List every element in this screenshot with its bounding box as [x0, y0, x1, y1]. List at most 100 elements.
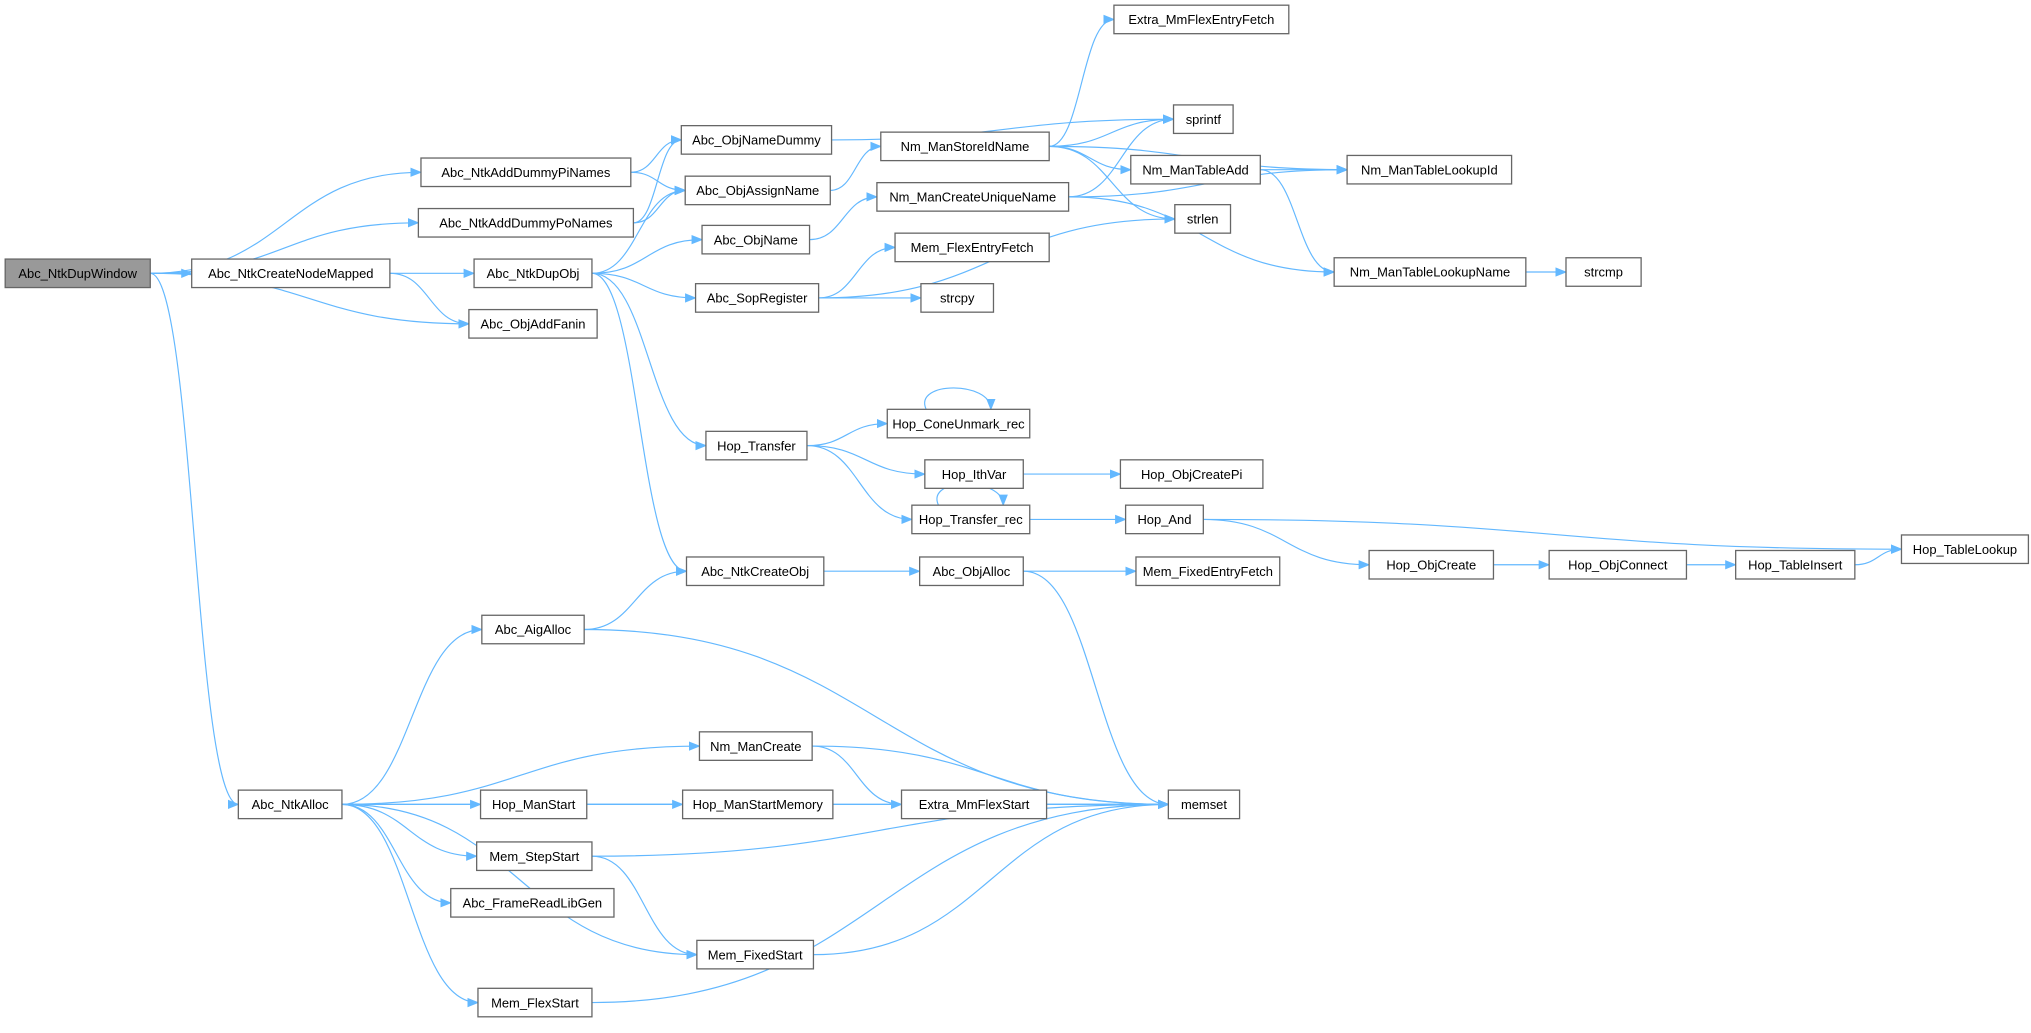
edges-layer [150, 14, 1903, 1008]
node-label: Hop_IthVar [942, 467, 1007, 482]
node-abc-aigalloc[interactable]: Abc_AigAlloc [481, 614, 585, 645]
node-extra-mmflexstart[interactable]: Extra_MmFlexStart [900, 789, 1048, 820]
node-abc-ntkadddummyponames[interactable]: Abc_NtkAddDummyPoNames [417, 207, 635, 238]
edge-abc-aigalloc-to-abc-ntkcreateobj [584, 566, 688, 631]
node-box [900, 789, 1048, 820]
edge-nm-mancreateuniquename-to-nm-mantablelookupname [1068, 196, 1336, 277]
node-box [477, 987, 593, 1018]
node-strcpy[interactable]: strcpy [920, 283, 995, 313]
node-box [479, 789, 588, 820]
node-box [698, 731, 813, 761]
node-hop-transfer-rec[interactable]: Hop_Transfer_rec [911, 504, 1031, 535]
node-box [685, 556, 825, 587]
node-label: sprintf [1186, 112, 1222, 127]
node-strcmp[interactable]: strcmp [1565, 257, 1642, 287]
edge-nm-manstoreidname-to-nm-mantableadd [1049, 145, 1132, 175]
node-hop-manstart[interactable]: Hop_ManStart [479, 789, 588, 820]
node-extra-mmflexentryfetch[interactable]: Extra_MmFlexEntryFetch [1113, 4, 1290, 35]
node-box [1135, 556, 1281, 587]
node-label: Abc_ObjName [714, 232, 798, 247]
node-box [476, 841, 593, 872]
node-box [924, 459, 1024, 489]
node-mem-flexentryfetch[interactable]: Mem_FlexEntryFetch [894, 232, 1050, 263]
node-box [696, 939, 815, 970]
node-box [4, 258, 151, 289]
edge-nm-mancreate-to-memset [812, 745, 1170, 810]
edge-hop-and-to-hop-objcreate [1203, 518, 1371, 570]
node-nm-mantablelookupname[interactable]: Nm_ManTableLookupName [1333, 257, 1527, 287]
node-box [919, 556, 1024, 587]
node-mem-flexstart[interactable]: Mem_FlexStart [477, 987, 593, 1018]
node-hop-ithvar[interactable]: Hop_IthVar [924, 459, 1024, 489]
node-nm-mancreate[interactable]: Nm_ManCreate [698, 731, 813, 761]
node-nm-mantablelookupid[interactable]: Nm_ManTableLookupId [1346, 154, 1513, 185]
node-box [481, 614, 585, 645]
node-box [1368, 549, 1495, 580]
node-label: Hop_ObjConnect [1568, 557, 1668, 572]
node-hop-tablelookup[interactable]: Hop_TableLookup [1900, 534, 2030, 565]
edge-mem-stepstart-to-memset [591, 799, 1170, 857]
node-mem-fixedentryfetch[interactable]: Mem_FixedEntryFetch [1135, 556, 1281, 587]
node-hop-transfer[interactable]: Hop_Transfer [705, 430, 808, 461]
edge-abc-ntkdupobj-to-abc-ntkcreateobj [591, 272, 688, 576]
edge-abc-ntkdupobj-to-abc-objassignname [591, 185, 687, 274]
node-label: Hop_ConeUnmark_rec [892, 416, 1025, 431]
node-box [1900, 534, 2030, 565]
node-abc-objassignname[interactable]: Abc_ObjAssignName [684, 175, 831, 206]
edge-abc-ntkalloc-to-abc-framereadlibgen [341, 803, 452, 908]
node-abc-objname[interactable]: Abc_ObjName [701, 224, 811, 255]
node-label: Extra_MmFlexStart [919, 797, 1030, 812]
node-hop-objcreatepi[interactable]: Hop_ObjCreatePi [1119, 459, 1264, 489]
node-label: Nm_ManTableLookupName [1350, 265, 1510, 280]
node-memset[interactable]: memset [1167, 789, 1241, 820]
edge-abc-ntkdupwindow-to-abc-ntkalloc [150, 272, 240, 809]
edge-nm-manstoreidname-to-extra-mmflexentryfetch [1049, 14, 1116, 147]
edge-hop-transfer-to-hop-ithvar [806, 445, 926, 479]
node-abc-ntkalloc[interactable]: Abc_NtkAlloc [237, 789, 343, 820]
node-label: Abc_ObjAlloc [933, 564, 1011, 579]
edge-abc-ntkalloc-to-mem-flexstart [341, 803, 480, 1008]
node-hop-objconnect[interactable]: Hop_ObjConnect [1548, 549, 1688, 580]
edge-abc-ntkalloc-to-mem-stepstart [341, 803, 478, 861]
node-mem-fixedstart[interactable]: Mem_FixedStart [696, 939, 815, 970]
node-box [1565, 257, 1642, 287]
edge-abc-ntkalloc-to-abc-aigalloc [341, 624, 484, 805]
node-abc-objalloc[interactable]: Abc_ObjAlloc [919, 556, 1024, 587]
node-abc-ntkcreatenodemapped[interactable]: Abc_NtkCreateNodeMapped [191, 258, 391, 289]
node-box [701, 224, 811, 255]
node-strlen[interactable]: strlen [1174, 204, 1232, 234]
node-label: Abc_AigAlloc [495, 622, 572, 637]
node-hop-and[interactable]: Hop_And [1124, 504, 1204, 535]
node-hop-objcreate[interactable]: Hop_ObjCreate [1368, 549, 1495, 580]
node-label: Nm_ManTableAdd [1142, 162, 1248, 177]
node-hop-coneunmark-rec[interactable]: Hop_ConeUnmark_rec [886, 408, 1031, 439]
edge-abc-ntkdupobj-to-abc-objname [591, 234, 704, 274]
node-nm-mantableadd[interactable]: Nm_ManTableAdd [1130, 154, 1261, 185]
node-box [1119, 459, 1264, 489]
edge-abc-ntkadddummyponames-to-abc-objnamedummy [633, 135, 683, 224]
node-mem-stepstart[interactable]: Mem_StepStart [476, 841, 593, 872]
node-nm-mancreateuniquename[interactable]: Nm_ManCreateUniqueName [876, 181, 1070, 212]
node-label: Mem_FlexStart [491, 995, 579, 1010]
node-abc-objnamedummy[interactable]: Abc_ObjNameDummy [680, 125, 833, 155]
node-box [1346, 154, 1513, 185]
node-abc-objaddfanin[interactable]: Abc_ObjAddFanin [468, 308, 598, 339]
node-abc-ntkcreateobj[interactable]: Abc_NtkCreateObj [685, 556, 825, 587]
node-nm-manstoreidname[interactable]: Nm_ManStoreIdName [880, 131, 1050, 162]
node-box [1167, 789, 1241, 820]
node-box [1174, 204, 1232, 234]
node-abc-ntkdupwindow[interactable]: Abc_NtkDupWindow [4, 258, 151, 289]
edge-nm-manstoreidname-to-sprintf [1049, 114, 1175, 147]
node-box [1548, 549, 1688, 580]
node-hop-tableinsert[interactable]: Hop_TableInsert [1735, 549, 1856, 580]
node-box [684, 175, 831, 206]
edge-abc-ntkdupwindow-to-abc-ntkadddummypinames [150, 167, 423, 274]
node-box [681, 789, 834, 820]
node-abc-ntkadddummypinames[interactable]: Abc_NtkAddDummyPiNames [420, 157, 632, 188]
node-hop-manstartmemory[interactable]: Hop_ManStartMemory [681, 789, 834, 820]
node-abc-sopregister[interactable]: Abc_SopRegister [694, 283, 820, 313]
node-box [417, 207, 635, 238]
node-abc-framereadlibgen[interactable]: Abc_FrameReadLibGen [450, 887, 615, 918]
node-sprintf[interactable]: sprintf [1172, 104, 1234, 135]
node-abc-ntkdupobj[interactable]: Abc_NtkDupObj [473, 258, 593, 289]
